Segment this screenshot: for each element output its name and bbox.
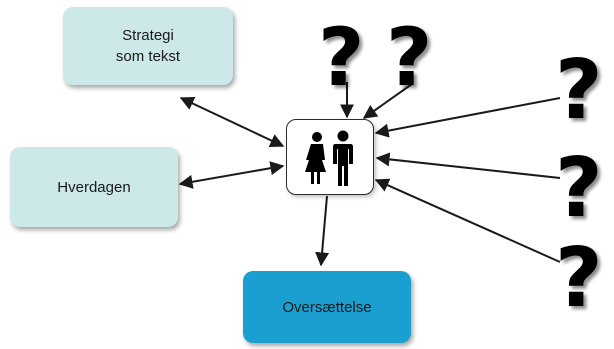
strategi-line1: Strategi <box>122 27 174 44</box>
oversaettelse-label: Oversættelse <box>282 298 372 316</box>
question-mark-3: ? <box>555 43 603 138</box>
strategi-line2: som tekst <box>115 48 181 65</box>
question-mark-2: ? <box>386 11 433 104</box>
arrow-hverdagen-person <box>178 161 285 189</box>
hverdagen-box: Hverdagen <box>10 147 178 227</box>
strategi-box: Strategi som tekst <box>63 7 233 85</box>
people-icon <box>305 130 353 186</box>
arrow-qm3-person <box>374 97 561 138</box>
arrow-strategi-person <box>179 97 285 147</box>
oversaettelse-box: Oversættelse <box>243 271 411 343</box>
question-mark-1: ? <box>318 11 365 104</box>
question-mark-4: ? <box>555 141 603 236</box>
arrow-person-oversaettelse <box>315 195 330 267</box>
person-box <box>286 119 374 195</box>
arrow-qm5-person <box>374 178 561 263</box>
arrow-qm2-person <box>362 83 413 119</box>
arrow-qm4-person <box>375 152 561 179</box>
question-mark-5: ? <box>555 231 603 326</box>
hverdagen-label: Hverdagen <box>57 178 131 196</box>
